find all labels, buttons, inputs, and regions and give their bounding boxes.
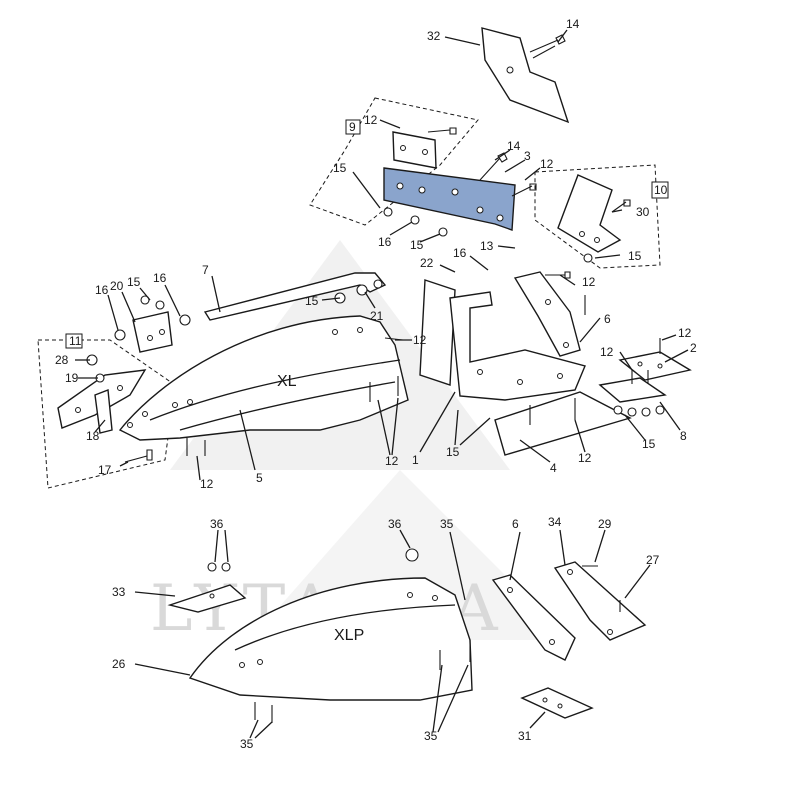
label-12: 12 xyxy=(600,345,614,359)
label-7: 7 xyxy=(202,263,209,277)
label-36: 36 xyxy=(388,517,402,531)
label-3: 3 xyxy=(524,149,531,163)
label-12: 12 xyxy=(540,157,554,171)
label-2: 2 xyxy=(690,341,697,355)
label-34: 34 xyxy=(548,515,562,529)
part-2-part-8-plates xyxy=(598,338,692,417)
label-8: 8 xyxy=(680,429,687,443)
label-12: 12 xyxy=(678,326,692,340)
label-16: 16 xyxy=(453,246,467,260)
bolts-part-3 xyxy=(383,152,537,237)
label-15: 15 xyxy=(628,249,642,263)
label-26: 26 xyxy=(112,657,126,671)
label-15: 15 xyxy=(446,445,460,459)
assembly-group-11 xyxy=(37,333,176,489)
assembly-group-9 xyxy=(309,97,479,226)
part-1-bracket xyxy=(419,279,586,401)
label-15: 15 xyxy=(333,161,347,175)
label-12: 12 xyxy=(200,477,214,491)
label-27: 27 xyxy=(646,553,660,567)
label-19: 19 xyxy=(65,371,79,385)
label-29: 29 xyxy=(598,517,612,531)
part-31-plate xyxy=(520,687,594,719)
part-labels: 32 14 9 12 14 3 12 15 16 15 13 10 30 15 … xyxy=(55,17,697,751)
label-32: 32 xyxy=(427,29,441,43)
label-31: 31 xyxy=(518,729,532,743)
part-5-mouldboard-xl xyxy=(118,315,409,456)
label-14: 14 xyxy=(566,17,580,31)
label-15: 15 xyxy=(305,294,319,308)
label-20: 20 xyxy=(110,279,124,293)
label-15: 15 xyxy=(127,275,141,289)
label-12: 12 xyxy=(364,113,378,127)
label-16: 16 xyxy=(153,271,167,285)
part-6-lower-blade xyxy=(491,574,576,661)
label-14: 14 xyxy=(507,139,521,153)
label-box-11: 11 xyxy=(69,334,82,348)
part-4-plate xyxy=(494,391,632,456)
label-28: 28 xyxy=(55,353,69,367)
label-6: 6 xyxy=(604,312,611,326)
label-16: 16 xyxy=(378,235,392,249)
label-12: 12 xyxy=(385,454,399,468)
label-box-9: 9 xyxy=(349,120,356,134)
label-35: 35 xyxy=(240,737,254,751)
label-15: 15 xyxy=(410,238,424,252)
part-26-mouldboard-xlp xyxy=(188,548,473,723)
label-36: 36 xyxy=(210,517,224,531)
part-34-blade xyxy=(553,561,647,641)
label-35: 35 xyxy=(440,517,454,531)
label-13: 13 xyxy=(480,239,494,253)
part-20-bracket xyxy=(114,295,191,353)
label-18: 18 xyxy=(86,429,100,443)
label-35: 35 xyxy=(424,729,438,743)
part-6-upper-blade xyxy=(513,271,586,357)
label-box-10: 10 xyxy=(654,183,668,197)
label-12: 12 xyxy=(413,333,427,347)
label-17: 17 xyxy=(98,463,112,477)
label-16: 16 xyxy=(95,283,109,297)
label-1: 1 xyxy=(412,453,419,467)
part-33-plate xyxy=(167,562,247,613)
label-4: 4 xyxy=(550,461,557,475)
assembly-group-10 xyxy=(534,164,669,269)
label-22: 22 xyxy=(420,256,434,270)
part-12-small-plate xyxy=(392,127,457,169)
model-label-xlp: XLP xyxy=(334,627,364,644)
label-6: 6 xyxy=(512,517,519,531)
label-12: 12 xyxy=(582,275,596,289)
label-21: 21 xyxy=(370,309,384,323)
label-30: 30 xyxy=(636,205,650,219)
label-15: 15 xyxy=(642,437,656,451)
model-label-xl: XL xyxy=(277,373,297,390)
label-33: 33 xyxy=(112,585,126,599)
label-12: 12 xyxy=(578,451,592,465)
part-3-highlighted-bracket[interactable] xyxy=(383,167,516,231)
part-32-plate xyxy=(481,27,570,124)
part-7-rod xyxy=(203,272,387,321)
leader-lines xyxy=(75,29,689,739)
label-5: 5 xyxy=(256,471,263,485)
